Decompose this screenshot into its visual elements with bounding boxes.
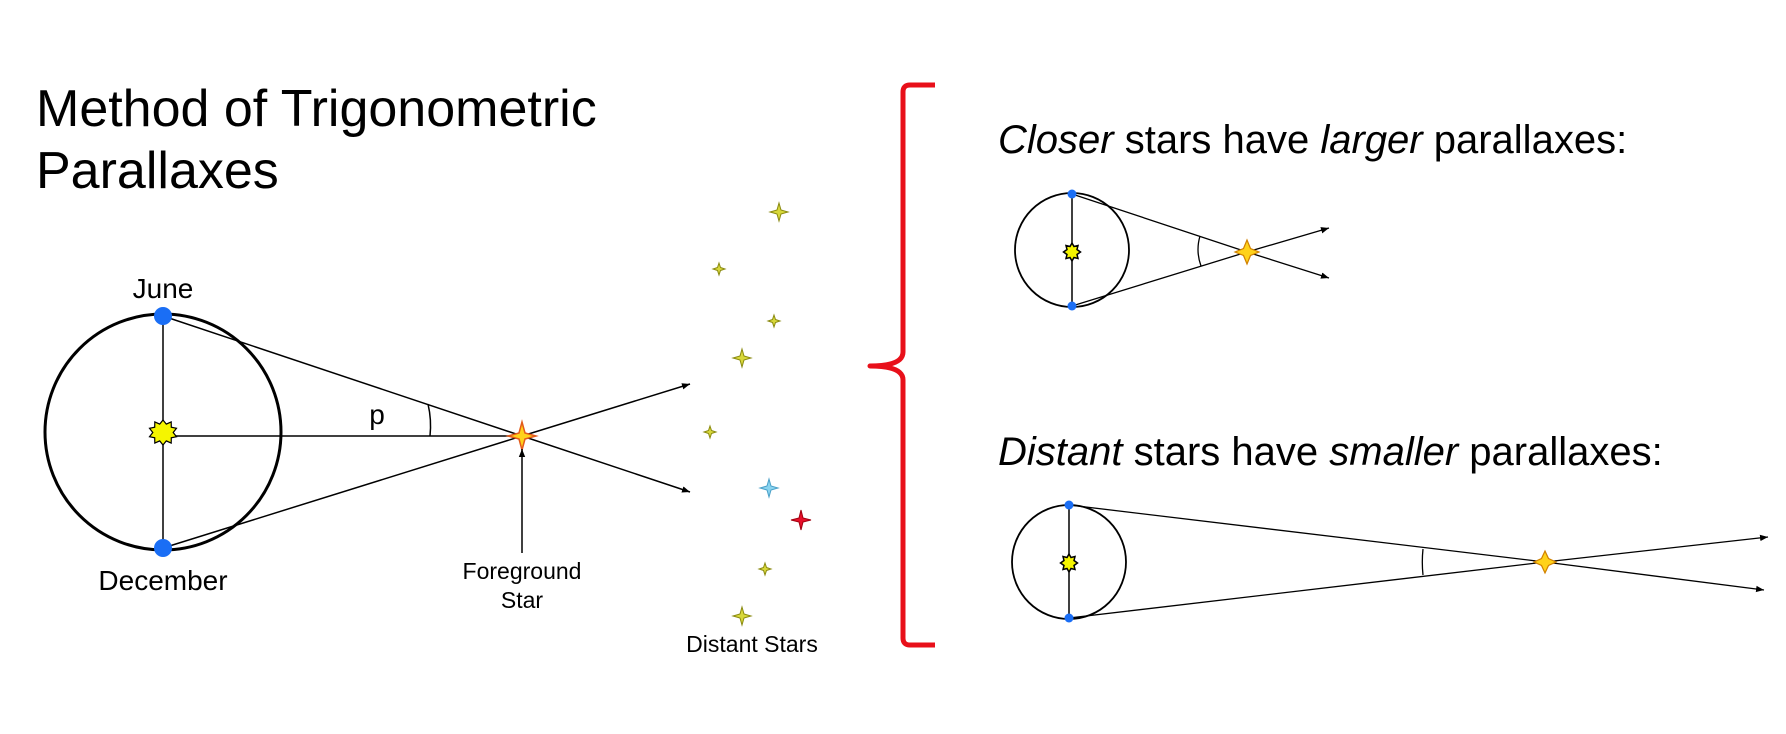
title-line-2: Parallaxes <box>36 142 279 200</box>
closer-angle-arc <box>1197 235 1202 267</box>
earth-june-marker <box>154 307 172 325</box>
distant-lower-arrow <box>1544 561 1765 593</box>
distant-earth-june-marker <box>1064 500 1074 510</box>
grouping-brace <box>867 82 935 648</box>
closer-upper-arrow <box>1246 227 1330 253</box>
closer-sun-icon <box>1062 241 1082 263</box>
closer-em-larger: larger <box>1320 118 1423 162</box>
distant-star-icon <box>711 261 727 277</box>
distant-star-icon <box>790 509 812 531</box>
foreground-label-line-1: Foreground <box>463 558 582 584</box>
december-projection-arrow <box>521 435 691 493</box>
distant-star-icon <box>768 201 790 223</box>
distant-em-smaller: smaller <box>1329 430 1459 474</box>
closer-december-sightline <box>1071 251 1248 307</box>
distant-mid: stars have <box>1122 430 1330 474</box>
closer-earth-june-marker <box>1067 189 1077 199</box>
distant-end: parallaxes: <box>1458 430 1663 474</box>
closer-lower-arrow <box>1246 251 1330 279</box>
december-label: December <box>98 565 227 596</box>
distant-stars-label: Distant Stars <box>686 631 818 657</box>
closer-heading: Closer stars have larger parallaxes: <box>998 118 1627 163</box>
closer-earth-december-marker <box>1067 301 1077 311</box>
diagram-title: Method of Trigonometric Parallaxes <box>36 78 597 202</box>
closer-mid: stars have <box>1113 118 1321 162</box>
distant-sun-icon <box>1059 552 1079 574</box>
foreground-label-line-2: Star <box>501 587 544 613</box>
distant-june-sightline <box>1068 504 1546 563</box>
foreground-star-icon <box>505 419 539 453</box>
june-label: June <box>133 273 194 304</box>
parallax-angle-arc <box>427 403 432 437</box>
closer-em-closer: Closer <box>998 118 1114 162</box>
distant-upper-arrow <box>1544 534 1769 563</box>
closer-end: parallaxes: <box>1422 118 1628 162</box>
june-projection-arrow <box>521 383 691 437</box>
closer-june-sightline <box>1071 193 1248 253</box>
title-line-1: Method of Trigonometric <box>36 80 597 138</box>
distant-star-icon <box>757 561 773 577</box>
distant-angle-arc <box>1421 548 1424 576</box>
distant-star-icon <box>766 313 782 329</box>
distant-star-icon <box>758 477 780 499</box>
parallax-angle-label: p <box>369 399 385 430</box>
distant-december-sightline <box>1068 561 1546 619</box>
distant-earth-december-marker <box>1064 613 1074 623</box>
distant-heading: Distant stars have smaller parallaxes: <box>998 430 1663 475</box>
closer-star-icon <box>1233 238 1261 266</box>
distant-inset-star-icon <box>1532 549 1558 575</box>
distant-em-distant: Distant <box>998 430 1123 474</box>
distant-star-icon <box>731 347 753 369</box>
december-sightline <box>162 435 523 549</box>
distant-star-icon <box>731 605 753 627</box>
earth-december-marker <box>154 539 172 557</box>
distant-star-icon <box>702 424 718 440</box>
june-sightline <box>162 315 523 437</box>
sun-icon <box>148 419 178 446</box>
